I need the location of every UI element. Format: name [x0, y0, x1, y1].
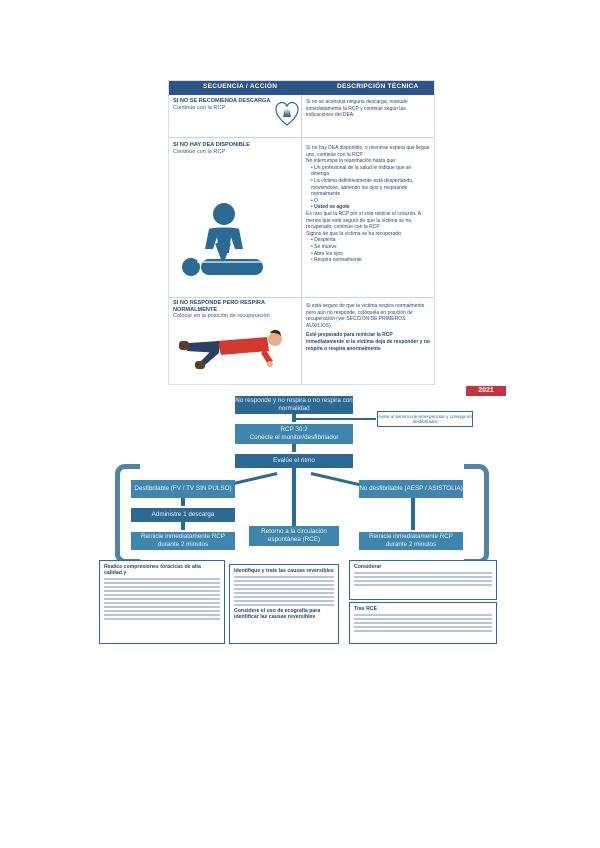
- row2-line-9: • Despierta: [311, 237, 336, 244]
- left-info-title: Realice compresiones torácicas de alta c…: [104, 564, 201, 576]
- evaluate-rhythm-box: Evalúe el ritmo: [235, 454, 353, 468]
- rosc-box: Retorno a la circulación espontánea (RCE…: [249, 526, 339, 546]
- row2-title: SI NO HAY DEA DISPONIBLE: [173, 142, 250, 148]
- year-badge: 2021: [466, 386, 506, 396]
- row1-title: SI NO SE RECOMIENDA DESCARGA: [173, 98, 271, 104]
- header-description: DESCRIPCIÓN TÉCNICA: [337, 83, 419, 90]
- row3-left: SI NO RESPONDE PERO RESPIRA NORMALMENTE …: [173, 300, 297, 320]
- arrow: [292, 444, 296, 452]
- row2-line-5: • O: [311, 197, 319, 204]
- table-header: SECUENCIA / ACCIÓN DESCRIPCIÓN TÉCNICA: [169, 81, 434, 95]
- row3-line-2: Esté preparado para reiniciar la RCP inm…: [306, 332, 430, 352]
- start-box: No responde y no respira o no respira co…: [235, 396, 353, 414]
- arrow: [292, 468, 296, 526]
- column-divider: [301, 95, 302, 384]
- cpr-sequence-table: SECUENCIA / ACCIÓN DESCRIPCIÓN TÉCNICA S…: [168, 80, 435, 385]
- mid-info-box: Identifique y trate las causas reversibl…: [229, 564, 339, 644]
- row3-description: Si está seguro de que la víctima respira…: [306, 303, 430, 352]
- rcp-label: RCP 30:2: [280, 426, 308, 433]
- arrow: [296, 418, 376, 420]
- row1-left: SI NO SE RECOMIENDA DESCARGA Continúe co…: [173, 98, 297, 111]
- after-rosc-box: Tras RCE: [349, 602, 497, 644]
- after-rosc-title: Tras RCE: [354, 606, 378, 612]
- als-algorithm-flowchart: 2021 No responde y no respira o no respi…: [97, 386, 506, 644]
- row3-line-1: Si está seguro de que la víctima respira…: [306, 303, 425, 329]
- row3-subtitle: Colocar en la posición de recuperación: [173, 313, 270, 320]
- mid-info-title: Identifique y trate las causas reversibl…: [234, 568, 334, 574]
- row1-line: Si no se aconseja ninguna descarga, rean…: [306, 99, 408, 119]
- consider-box: Considerar: [349, 560, 497, 600]
- row2-line-2: No interrumpa la reanimación hasta que:: [306, 158, 397, 165]
- row2-line-6: • Usted se agote: [311, 204, 350, 211]
- header-sequence: SECUENCIA / ACCIÓN: [203, 83, 278, 90]
- shockable-box: Desfibrilable (FV / TV SIN PULSO): [131, 480, 235, 498]
- row2-line-8: Signos de que la víctima se ha recuperad…: [306, 230, 403, 237]
- arrow: [181, 498, 185, 506]
- row2-line-3: • Un profesional de la salud le indique …: [311, 164, 412, 178]
- row2-line-7: Es raro que la RCP por sí sola reinicie …: [306, 210, 421, 231]
- row2-line-10: • Se mueve: [311, 243, 337, 250]
- rcp-sublabel: Conecte el monitor/desfibrilador: [249, 434, 339, 441]
- recovery-position-icon: [179, 329, 282, 369]
- consider-title: Considerar: [354, 564, 382, 570]
- row1-subtitle: Continúe con la RCP: [173, 104, 226, 111]
- hands-heart-icon: [275, 101, 299, 126]
- one-shock-box: Administre 1 descarga: [131, 508, 235, 522]
- nonshockable-box: No desfibrilable (AESP / ASISTOLIA): [359, 480, 463, 498]
- arrow: [292, 414, 296, 422]
- row2-line-11: • Abre los ojos: [311, 250, 343, 257]
- resume-cpr-left-box: Reinicie inmediatamente RCP durante 2 mi…: [131, 532, 235, 550]
- row-divider: [169, 137, 434, 138]
- row1-description: Si no se aconseja ninguna descarga, rean…: [306, 99, 430, 119]
- arrow: [411, 498, 415, 530]
- arrow: [181, 522, 185, 530]
- loop-arrow-right: [464, 464, 489, 564]
- call-emergency-box: Avise al servicio de emergencias y consi…: [377, 411, 473, 427]
- row2-description: Si no hay DEA disponible, o mientras esp…: [306, 145, 430, 264]
- resume-cpr-right-box: Reinicie inmediatamente RCP durante 2 mi…: [359, 532, 463, 550]
- mid-info-footer: Considere el uso de ecografía para ident…: [234, 608, 321, 621]
- row3-title: SI NO RESPONDE PERO RESPIRA NORMALMENTE: [173, 300, 265, 313]
- row2-subtitle: Continúe con la RCP: [173, 148, 226, 155]
- row2-left: SI NO HAY DEA DISPONIBLE Continúe con la…: [173, 142, 297, 155]
- row2-line-12: • Respira normalmente: [311, 257, 362, 264]
- row2-line-4: • La víctima definitivamente está desper…: [311, 177, 414, 198]
- cpr-figure-icon: [182, 203, 265, 276]
- left-info-box: Realice compresiones torácicas de alta c…: [99, 560, 225, 644]
- row2-line-1: Si no hay DEA disponible, o mientras esp…: [306, 145, 430, 158]
- row-divider: [169, 297, 434, 298]
